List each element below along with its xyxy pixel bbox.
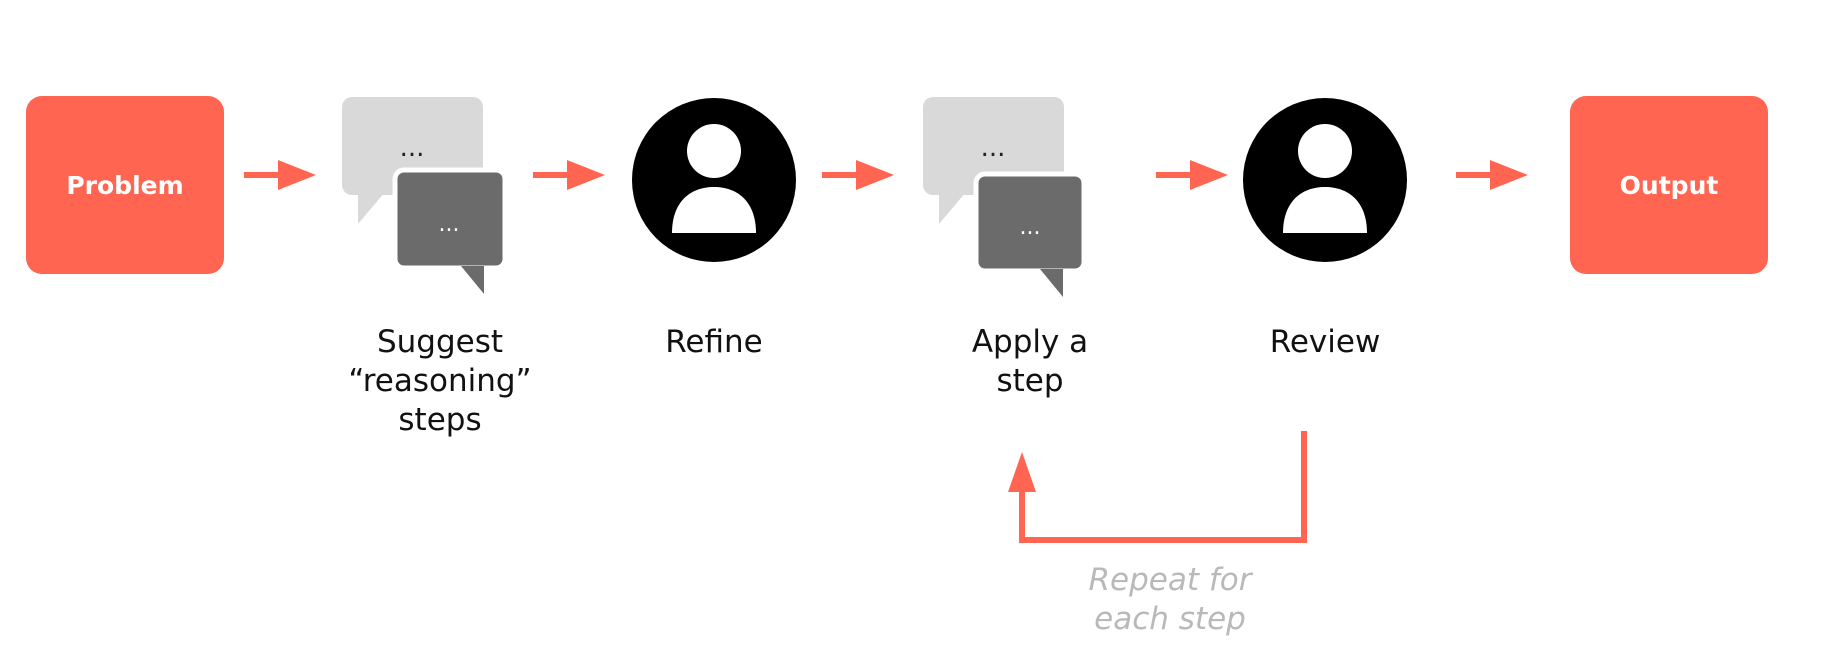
arrow-right-icon [1190,160,1228,190]
arrow-right-icon [1490,160,1528,190]
loop-arrow [1008,431,1307,543]
bubble-front-text: ... [1020,215,1041,240]
output-label: Output [1619,170,1719,200]
bubble-front: ... [973,171,1087,297]
arrow-review-to-output [1456,160,1528,190]
person-icon [1243,98,1407,262]
suggest-label: Suggest “reasoning” steps [348,324,532,438]
loop-label: Repeat for each step [1088,562,1252,637]
refine-label: Refine [665,324,763,360]
bubble-back-text: ... [981,133,1006,163]
arrow-right-icon [856,160,894,190]
output-box: Output [1570,96,1768,274]
bubble-front-text: ... [439,212,460,237]
problem-box: Problem [26,96,224,274]
chat-bubbles-icon: ... ... [923,97,1087,297]
problem-label: Problem [66,170,184,200]
apply-label: Apply a step [971,324,1089,399]
arrow-right-icon [278,160,316,190]
chat-bubbles-icon: ... ... [342,97,508,294]
arrow-right-icon [567,160,605,190]
arrow-up-icon [1008,452,1036,492]
bubble-back: ... [923,97,1064,224]
arrow-suggest-to-refine [533,160,605,190]
person-icon [632,98,796,262]
bubble-back-text: ... [400,133,425,163]
arrow-refine-to-apply [822,160,894,190]
review-label: Review [1269,324,1381,360]
bubble-front: ... [392,167,508,294]
arrow-apply-to-review [1156,160,1228,190]
arrow-problem-to-suggest [244,160,316,190]
